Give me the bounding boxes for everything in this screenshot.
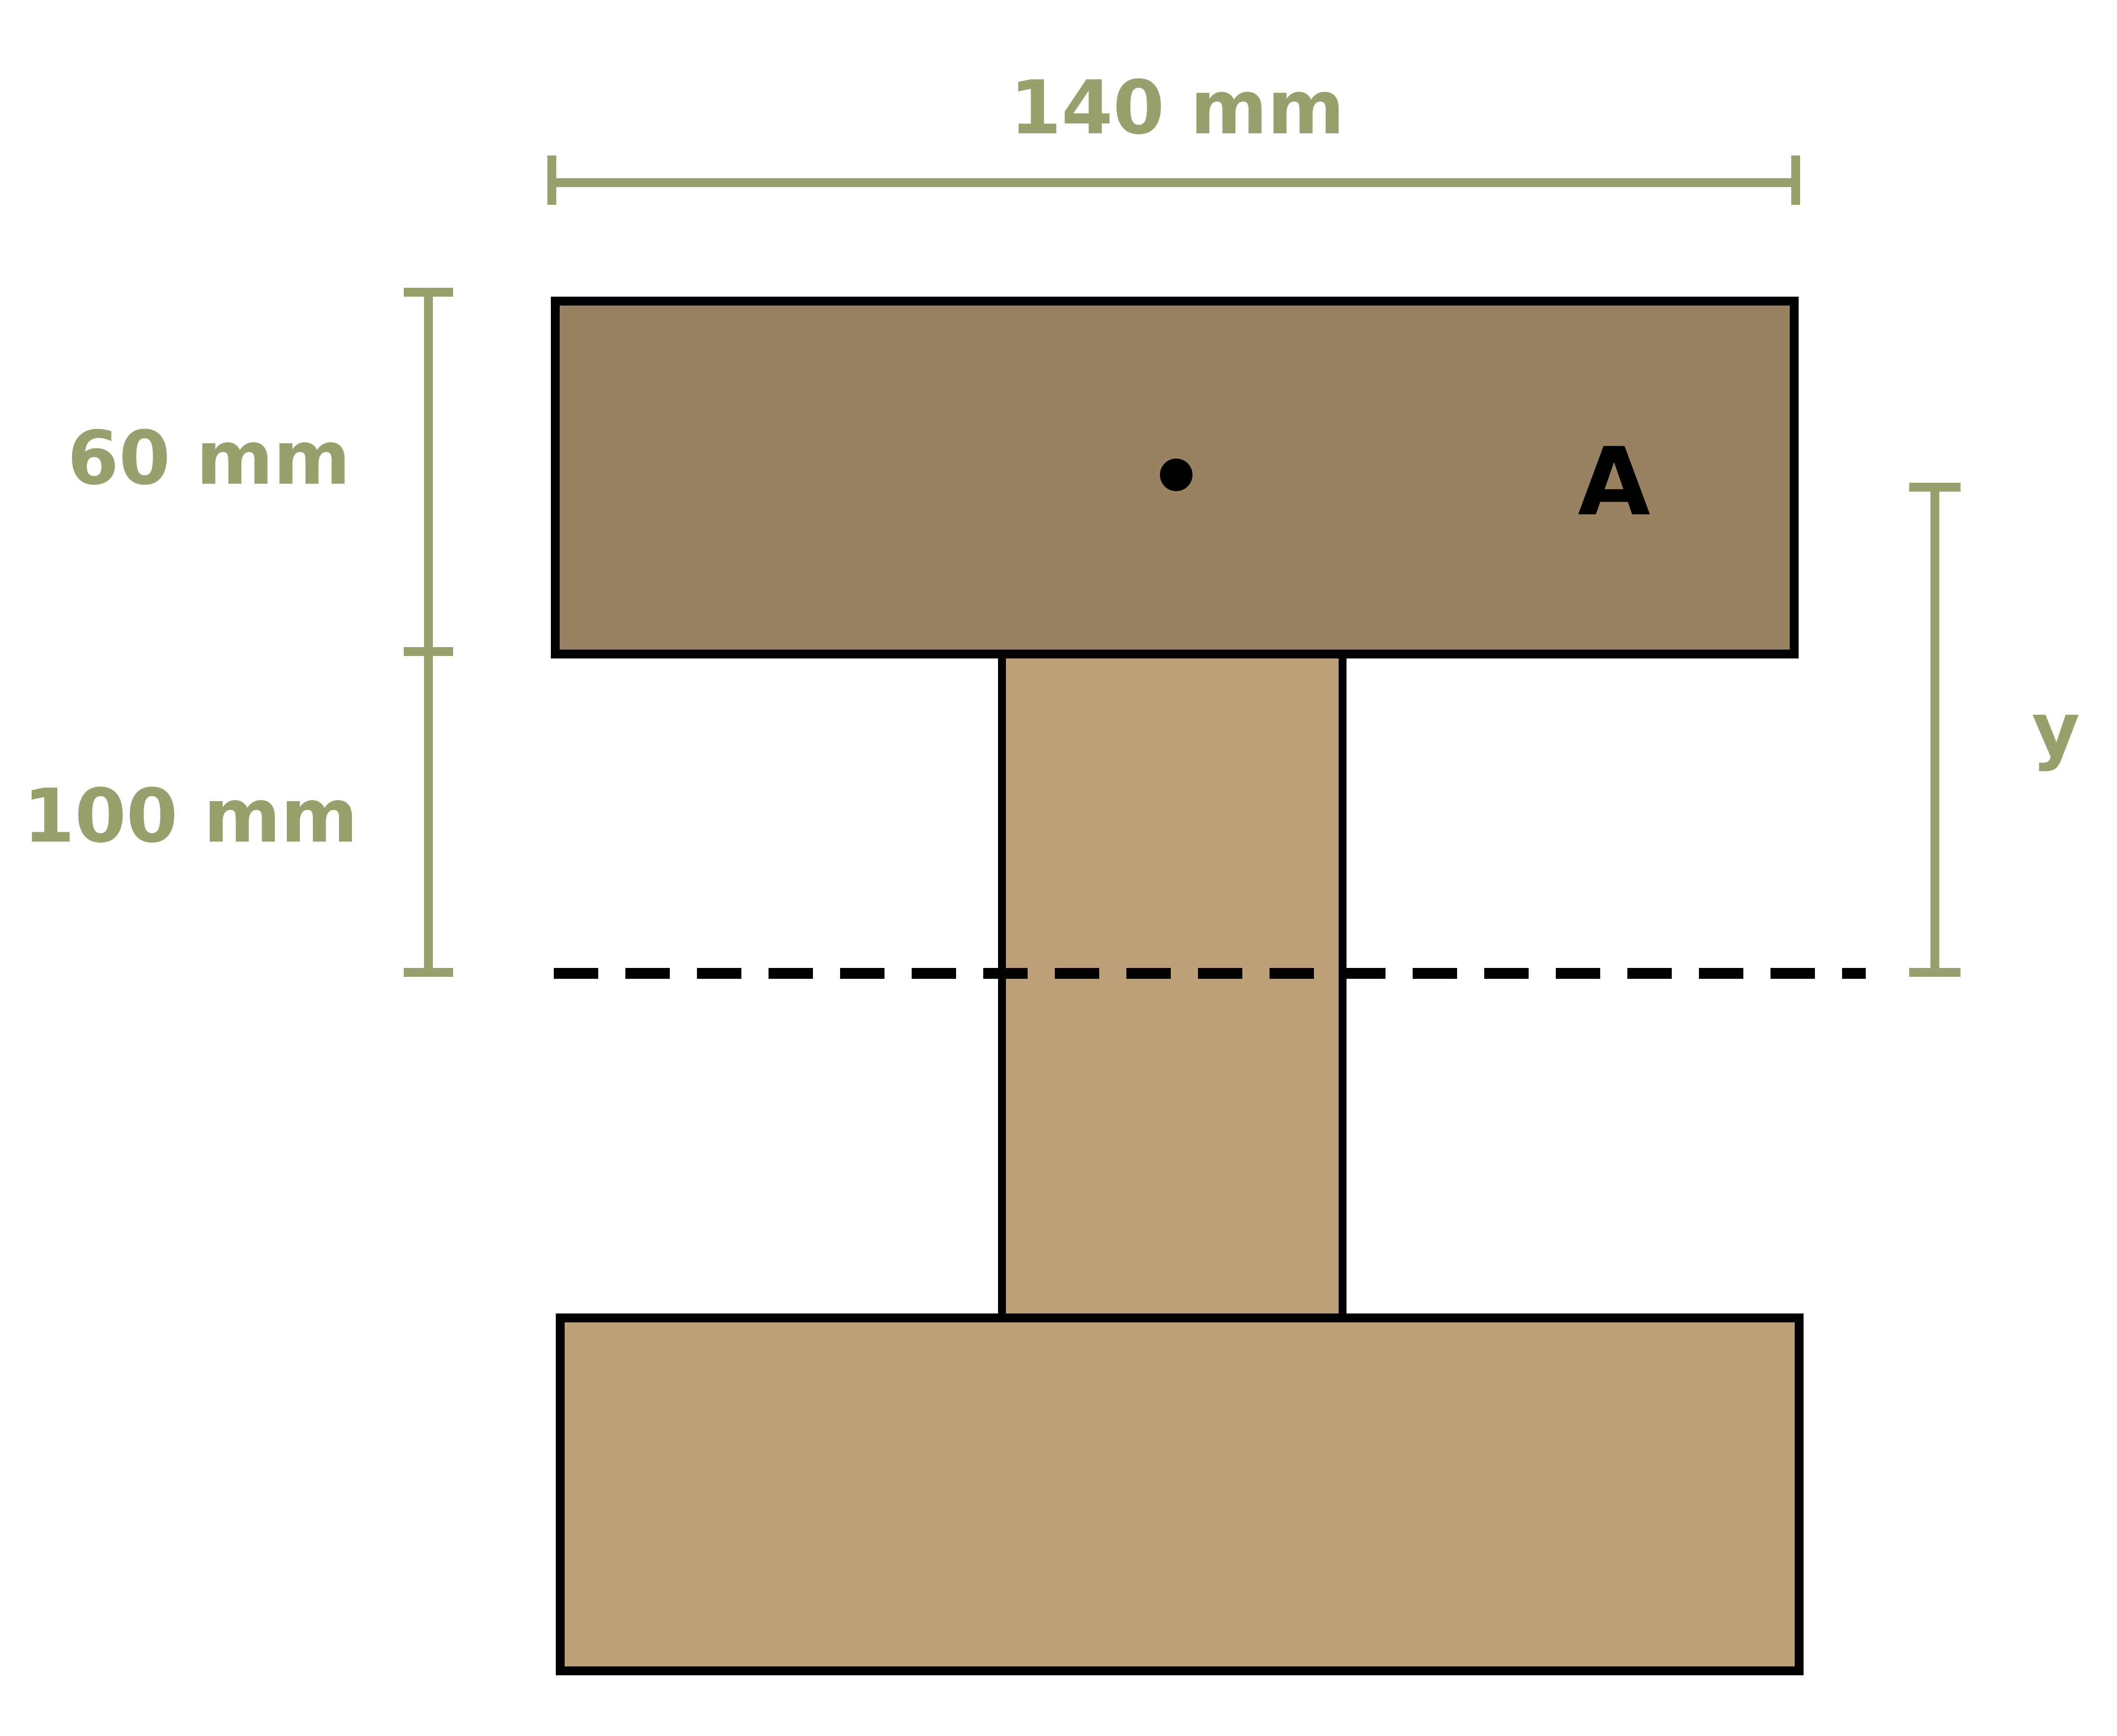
web — [998, 650, 1347, 1322]
bottom-flange — [556, 1313, 1804, 1675]
region-a-label: A — [1578, 427, 1650, 537]
distance-y-label: y — [2032, 687, 2080, 773]
left-vertical-dimension — [404, 288, 453, 977]
width-dimension — [547, 155, 1800, 205]
flange-height-label: 60 mm — [67, 416, 350, 502]
width-dimension-label: 140 mm — [1010, 65, 1345, 151]
web-segment-label: 100 mm — [23, 773, 358, 859]
centroid-dot — [1160, 459, 1193, 491]
right-vertical-dimension — [1909, 483, 1961, 977]
